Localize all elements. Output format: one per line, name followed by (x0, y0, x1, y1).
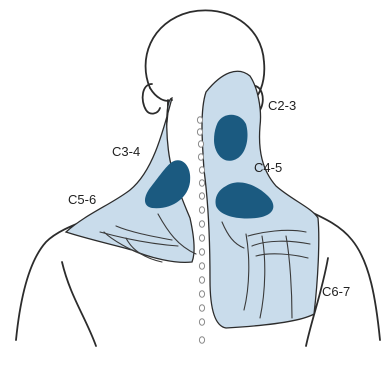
label-c4-5: C4-5 (254, 160, 282, 175)
label-c2-3: C2-3 (268, 98, 296, 113)
label-c3-4: C3-4 (112, 144, 140, 159)
label-c6-7: C6-7 (322, 284, 350, 299)
label-c5-6: C5-6 (68, 192, 96, 207)
torso-outline (16, 100, 380, 346)
